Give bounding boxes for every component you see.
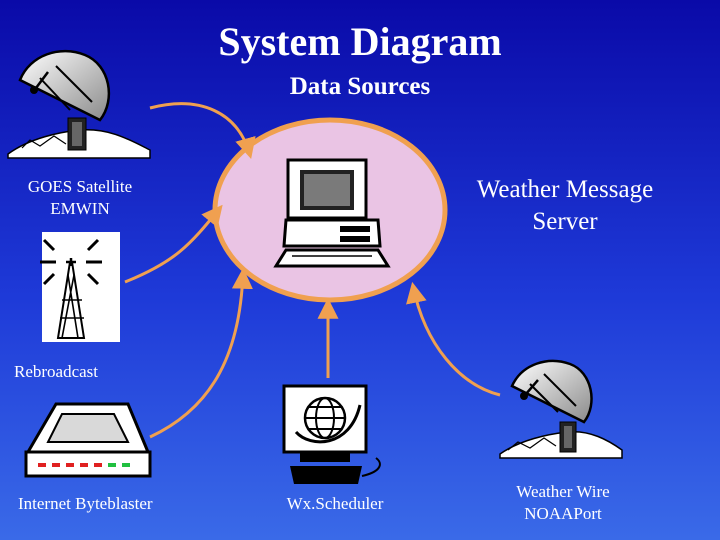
page-title: System Diagram (218, 19, 502, 64)
rebroadcast-tower-icon (40, 232, 120, 342)
rebroadcast-label: Rebroadcast (14, 362, 99, 381)
connection-arrows (124, 102, 501, 439)
internet-byteblaster-device-icon (24, 402, 152, 478)
arrow-rebroadcast-to-server (124, 204, 223, 284)
weather-message-server-label: Weather Message Server (476, 176, 654, 235)
wxscheduler-label: Wx.Scheduler (286, 494, 384, 513)
server-computer-icon (273, 158, 391, 268)
arrow-internet-to-server (149, 267, 253, 439)
wxscheduler-monitor-icon (282, 384, 381, 484)
arrow-goes-to-server (149, 102, 256, 160)
page-subtitle: Data Sources (289, 73, 431, 100)
internet-byteblaster-label: Internet Byteblaster (18, 494, 153, 513)
goes-satellite-dish-icon (7, 50, 151, 159)
goes-satellite-label: GOES Satellite EMWIN (27, 177, 133, 218)
wire-satellite-dish-icon (499, 359, 623, 459)
arrow-wire-to-server (406, 281, 501, 397)
weather-wire-label: Weather Wire NOAAPort (516, 482, 610, 523)
